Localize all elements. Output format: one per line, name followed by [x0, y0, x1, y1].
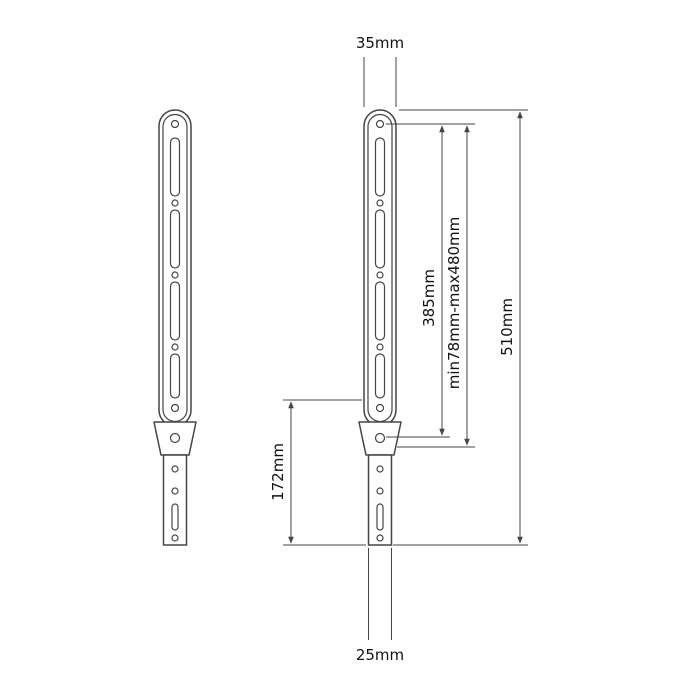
dimension-label-adjustable-span: min78mm-max480mm — [445, 217, 463, 390]
dimension-labels: 35mm 25mm 385mm min78mm-max480mm 510mm 1… — [269, 34, 516, 664]
dimension-adjustable-span — [386, 123, 475, 448]
dimension-lines — [283, 57, 528, 640]
dimension-label-slot-span: 385mm — [420, 269, 438, 327]
dimension-adapter-length — [283, 399, 366, 546]
dimension-label-adapter-length: 172mm — [269, 443, 287, 501]
dimension-slot-span — [386, 125, 450, 438]
dimension-total-length — [393, 109, 528, 546]
dimension-top-width — [363, 57, 397, 107]
dimension-label-top-width: 35mm — [356, 34, 404, 52]
dimension-bottom-width — [368, 548, 392, 640]
bracket-right-view — [358, 109, 402, 546]
bracket-left-view — [153, 109, 197, 546]
dimension-label-total-length: 510mm — [498, 298, 516, 356]
dimension-label-bottom-width: 25mm — [356, 646, 404, 664]
